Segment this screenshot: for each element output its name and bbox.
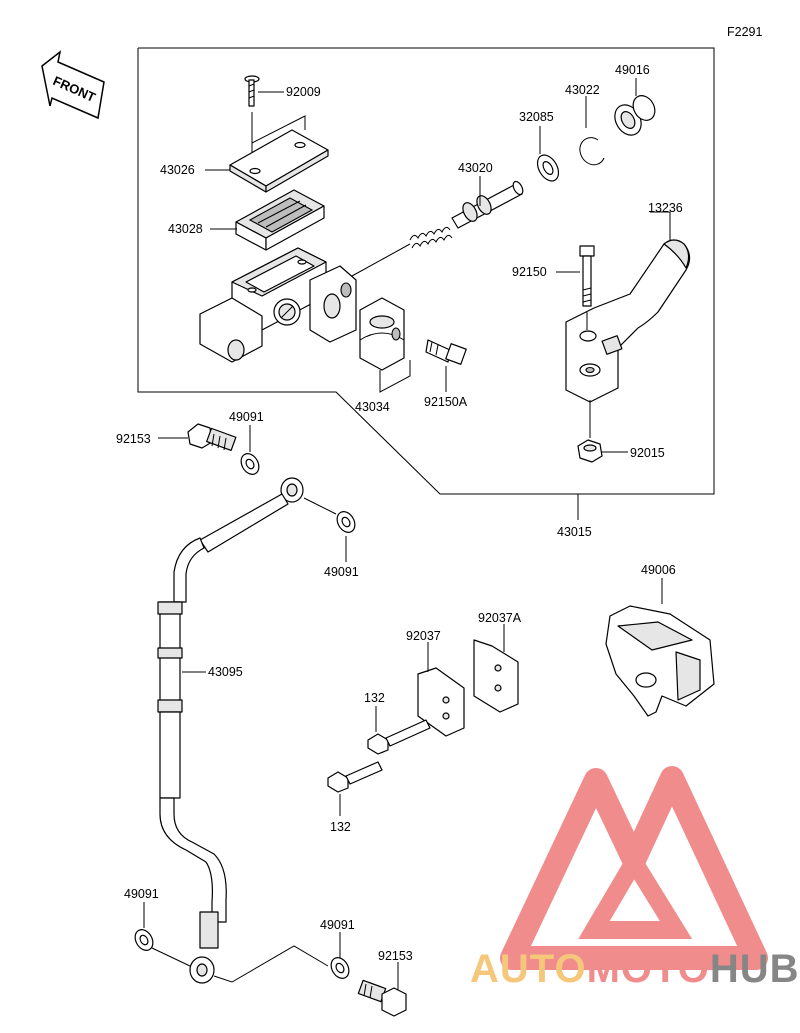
piston-43020 [409,180,524,249]
callout-43026: 43026 [160,163,195,177]
screw-92009 [244,75,260,107]
clamp-43034 [359,297,405,371]
callout-92153-bot: 92153 [378,949,413,963]
callout-92015: 92015 [630,446,665,460]
callout-43020: 43020 [458,161,493,175]
diaphragm-43028 [235,189,325,251]
callout-92153-top: 92153 [116,432,151,446]
logo-part-hub: HUB [710,947,800,991]
callout-32085: 32085 [519,110,554,124]
callout-132-b: 132 [330,820,351,834]
callout-92150A: 92150A [424,395,468,409]
bolt-92150A [425,339,467,365]
front-arrow-icon: FRONT [41,50,105,120]
callout-92150: 92150 [512,265,547,279]
brake-hose-43095 [157,477,304,984]
automotohub-logo: AUTOMOTOHUB [470,766,800,991]
callout-43028: 43028 [168,222,203,236]
reservoir-cap-43026 [229,129,329,193]
washer-49091-c [134,929,154,951]
banjo-bolt-92153-top [187,423,237,452]
diagram-code: F2291 [727,25,762,39]
nut-92015 [577,439,603,463]
washer-49091-d [330,957,350,979]
bolt-132-a [367,719,431,755]
callout-92009: 92009 [286,85,321,99]
callout-43015: 43015 [557,525,592,539]
callout-49016: 49016 [615,63,650,77]
logo-part-moto: MOTO [587,947,710,991]
callout-49091-b: 49091 [324,565,359,579]
assembly-boundary [137,47,715,495]
callout-92037A: 92037A [478,611,522,625]
callout-13236: 13236 [648,201,683,215]
brake-lever-13236 [565,239,691,403]
callout-132-a: 132 [364,691,385,705]
logo-part-auto: AUTO [470,947,587,991]
banjo-bolt-92153-bottom [357,979,407,1017]
bolt-132-b [327,761,383,793]
bracket-92037A [473,639,519,713]
callout-43034: 43034 [355,400,390,414]
callout-43022: 43022 [565,83,600,97]
washer-32085 [536,154,560,182]
callout-49091-d: 49091 [320,918,355,932]
bracket-92037 [417,667,465,737]
bolt-92150 [579,245,595,307]
callout-49091-c: 49091 [124,887,159,901]
lever-cover-49006 [605,605,715,717]
callout-92037: 92037 [406,629,441,643]
logo-triangle-shape [500,766,768,970]
callout-49091-a: 49091 [229,410,264,424]
master-cylinder-body [199,247,357,363]
boot-49016 [614,95,656,136]
logo-inner-shape [578,844,693,939]
washer-49091-a [240,453,260,475]
washer-49091-b [336,511,356,533]
callout-49006: 49006 [641,563,676,577]
logo-wordmark: AUTOMOTOHUB [470,947,800,991]
circlip-43022 [579,137,605,166]
callout-43095: 43095 [208,665,243,679]
